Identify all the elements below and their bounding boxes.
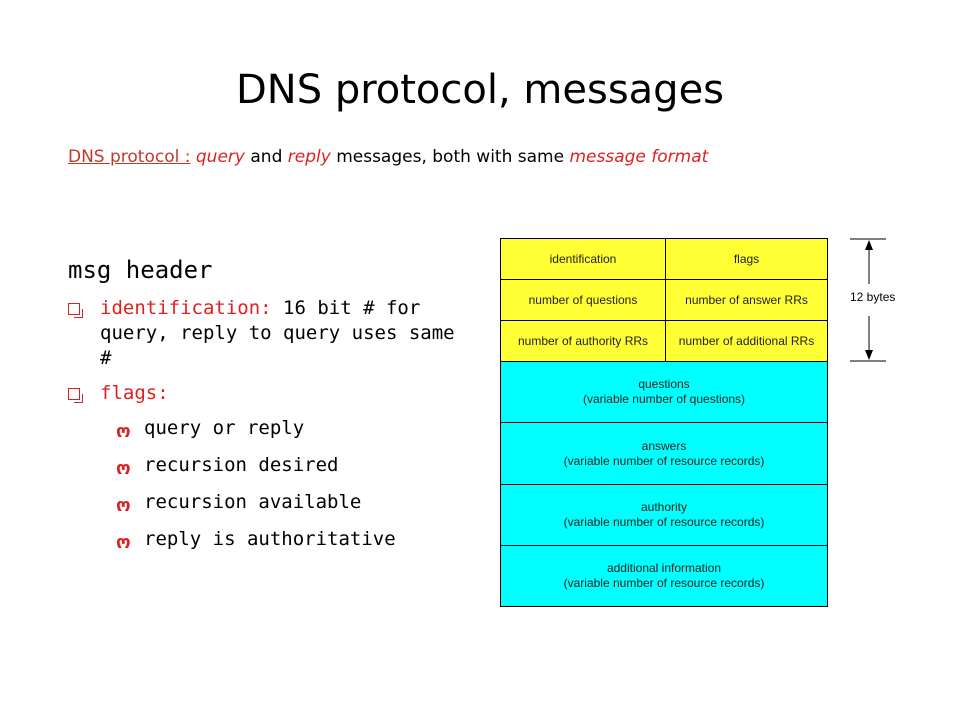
section-questions: questions (variable number of questions) xyxy=(500,361,828,423)
subtitle-reply: reply xyxy=(287,147,331,167)
list-item: ო recursion desired xyxy=(68,453,468,479)
field-identification: identification xyxy=(500,238,666,280)
subtitle-text: messages, both with same xyxy=(336,147,565,167)
square-bullet-icon xyxy=(68,303,83,318)
sub-bullet-icon: ო xyxy=(116,532,131,553)
field-number-of-additional-rrs: number of additional RRs xyxy=(665,320,828,362)
field-number-of-questions: number of questions xyxy=(500,279,666,321)
subtitle-query: query xyxy=(195,147,245,167)
section-heading: msg header xyxy=(68,256,213,284)
identification-text: 16 bit # for query, reply to query uses … xyxy=(100,297,455,369)
section-name: authority xyxy=(640,500,688,514)
section-name: additional information xyxy=(606,561,722,575)
subtitle-and: and xyxy=(250,147,283,167)
size-label: 12 bytes xyxy=(850,290,896,304)
bullet-identification: identification: 16 bit # for query, repl… xyxy=(68,296,468,371)
square-bullet-icon xyxy=(68,388,83,403)
bullet-flags: flags: xyxy=(68,381,468,406)
list-item: ო recursion available xyxy=(68,490,468,516)
dns-protocol-link[interactable]: DNS protocol : xyxy=(68,147,191,167)
flag-item-label: recursion available xyxy=(144,491,362,513)
flag-item-label: query or reply xyxy=(144,417,305,439)
sub-bullet-icon: ო xyxy=(116,421,131,442)
section-desc: (variable number of resource records) xyxy=(563,515,765,529)
field-flags: flags xyxy=(665,238,828,280)
flag-item-label: recursion desired xyxy=(144,454,339,476)
section-name: questions xyxy=(638,377,690,391)
page-title: DNS protocol, messages xyxy=(235,67,725,113)
section-desc: (variable number of resource records) xyxy=(563,453,765,468)
subtitle-message-format: message format xyxy=(569,147,709,167)
section-authority: authority (variable number of resource r… xyxy=(500,484,828,546)
section-desc: (variable number of resource records) xyxy=(563,576,765,590)
size-arrow-icon xyxy=(850,238,886,362)
field-number-of-answer-rrs: number of answer RRs xyxy=(665,279,828,321)
section-additional-information: additional information (variable number … xyxy=(500,545,828,607)
header-description: msg header identification: 16 bit # for … xyxy=(68,252,468,564)
flags-term: flags: xyxy=(100,382,169,404)
subtitle: DNS protocol : query and reply messages,… xyxy=(68,145,888,169)
message-format-diagram: identification flags number of questions… xyxy=(500,238,828,607)
list-item: ო reply is authoritative xyxy=(68,527,468,553)
section-answers: answers (variable number of resource rec… xyxy=(500,422,828,485)
sub-bullet-icon: ო xyxy=(116,495,131,516)
size-annotation: 12 bytes xyxy=(846,238,936,362)
sub-bullet-icon: ო xyxy=(116,458,131,479)
flag-item-label: reply is authoritative xyxy=(144,528,396,550)
identification-term: identification: xyxy=(100,297,272,319)
section-desc: (variable number of questions) xyxy=(582,392,746,406)
section-name: answers xyxy=(641,438,687,453)
list-item: ო query or reply xyxy=(68,416,468,442)
field-number-of-authority-rrs: number of authority RRs xyxy=(500,320,666,362)
